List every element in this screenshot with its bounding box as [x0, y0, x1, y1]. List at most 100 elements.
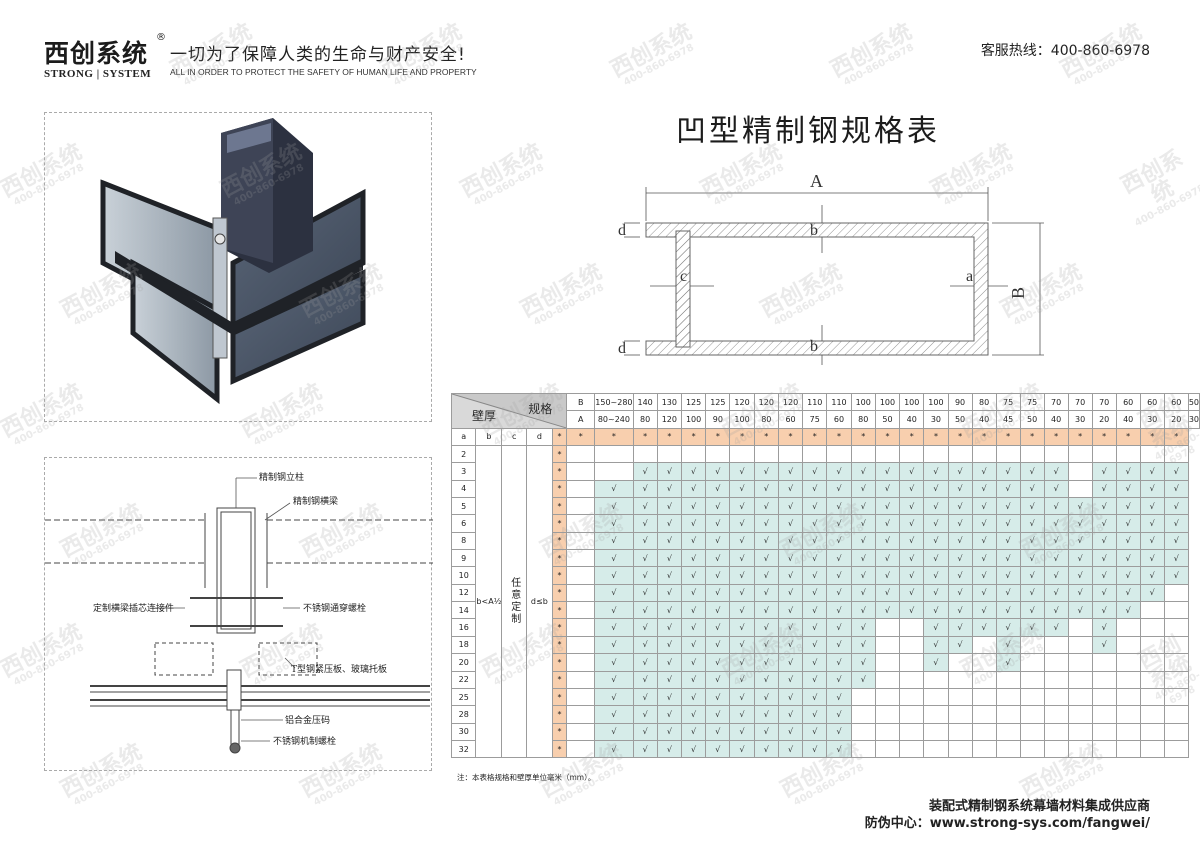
check-cell: √ — [753, 687, 779, 707]
empty-cell — [1115, 739, 1141, 759]
check-cell: √ — [826, 497, 852, 516]
empty-cell — [1163, 653, 1189, 672]
col-label-d: d — [526, 427, 553, 447]
check-cell: √ — [656, 479, 682, 499]
star-cell: * — [1163, 427, 1189, 447]
check-cell: √ — [947, 531, 973, 551]
check-cell: √ — [777, 687, 804, 707]
thickness-value: 18 — [450, 635, 477, 655]
empty-cell — [566, 514, 596, 533]
check-cell: √ — [971, 618, 997, 637]
empty-cell — [1043, 445, 1069, 464]
check-cell: √ — [594, 497, 634, 516]
check-cell: √ — [995, 514, 1021, 533]
check-cell: √ — [899, 583, 925, 603]
check-cell: √ — [705, 635, 731, 655]
empty-cell — [1067, 722, 1093, 741]
empty-cell — [729, 445, 755, 464]
check-cell: √ — [850, 635, 876, 655]
thickness-value: 16 — [450, 618, 477, 637]
empty-cell — [995, 722, 1021, 741]
star-cell: * — [551, 687, 568, 707]
empty-cell — [1163, 687, 1189, 707]
check-cell: √ — [680, 653, 707, 672]
thickness-value: 3 — [450, 462, 477, 481]
slogan: 一切为了保障人类的生命与财产安全! ALL IN ORDER TO PROTEC… — [170, 40, 477, 77]
check-cell: √ — [594, 618, 634, 637]
service-hotline: 客服热线：400-860-6978 — [980, 43, 1150, 59]
empty-cell — [1139, 722, 1165, 741]
check-cell: √ — [1043, 601, 1069, 620]
thickness-value: 4 — [450, 479, 477, 499]
c-rule-cell: 任意定制 — [501, 445, 528, 759]
check-cell: √ — [1115, 531, 1141, 551]
detail-illustration: 精制钢立柱 精制钢横梁 定制横梁插芯连接件 不锈钢通穿螺栓 T型钢紧压板、玻璃托… — [45, 471, 433, 754]
check-cell: √ — [826, 479, 852, 499]
dim-b-top: b — [810, 222, 818, 239]
anti-counterfeit-url[interactable]: 防伪中心：www.strong-sys.com/fangwei/ — [864, 816, 1150, 831]
check-cell: √ — [1139, 462, 1165, 481]
check-cell: √ — [899, 566, 925, 585]
check-cell: √ — [802, 687, 828, 707]
A-value-cell: 120 — [656, 410, 682, 429]
check-cell: √ — [594, 583, 634, 603]
check-cell: √ — [826, 687, 852, 707]
col-label-a: a — [450, 427, 477, 447]
check-cell: √ — [826, 549, 852, 568]
check-cell: √ — [850, 653, 876, 672]
check-cell: √ — [850, 583, 876, 603]
col-label-c: c — [501, 427, 528, 447]
empty-cell — [850, 705, 876, 724]
B-value-cell: 75 — [995, 392, 1021, 412]
empty-cell — [566, 705, 596, 724]
check-cell: √ — [1043, 514, 1069, 533]
star-cell: * — [551, 635, 568, 655]
check-cell: √ — [1091, 635, 1117, 655]
check-cell: √ — [705, 479, 731, 499]
empty-cell — [874, 705, 901, 724]
empty-cell — [1163, 739, 1189, 759]
check-cell: √ — [753, 601, 779, 620]
label-machine-bolt: 不锈钢机制螺栓 — [273, 735, 336, 747]
check-cell: √ — [729, 687, 755, 707]
empty-cell — [1115, 705, 1141, 724]
star-cell: * — [826, 427, 852, 447]
check-cell: √ — [995, 497, 1021, 516]
check-cell: √ — [632, 549, 658, 568]
empty-cell — [1067, 445, 1093, 464]
check-cell: √ — [874, 514, 901, 533]
check-cell: √ — [777, 549, 804, 568]
check-cell: √ — [729, 497, 755, 516]
check-cell: √ — [753, 670, 779, 689]
check-cell: √ — [947, 601, 973, 620]
empty-cell — [1067, 739, 1093, 759]
check-cell: √ — [680, 462, 707, 481]
star-cell: * — [566, 427, 596, 447]
check-cell: √ — [729, 583, 755, 603]
empty-cell — [1115, 618, 1141, 637]
check-cell: √ — [923, 479, 949, 499]
check-cell: √ — [947, 635, 973, 655]
b-rule-text: b<A½ — [476, 597, 502, 607]
check-cell: √ — [680, 618, 707, 637]
slogan-english: ALL IN ORDER TO PROTECT THE SAFETY OF HU… — [170, 67, 477, 77]
empty-cell — [1067, 618, 1093, 637]
empty-cell — [1115, 722, 1141, 741]
empty-cell — [566, 687, 596, 707]
dim-d-top: d — [618, 222, 626, 239]
check-cell: √ — [802, 514, 828, 533]
A-value-cell: 30 — [1187, 410, 1200, 429]
page-title: 凹型精制钢规格表 — [676, 114, 940, 149]
check-cell: √ — [777, 635, 804, 655]
check-cell: √ — [971, 462, 997, 481]
B-value-cell: 60 — [1139, 392, 1165, 412]
check-cell: √ — [1067, 549, 1093, 568]
empty-cell — [1139, 705, 1165, 724]
check-cell: √ — [594, 479, 634, 499]
B-value-cell: 130 — [656, 392, 682, 412]
empty-cell — [1067, 687, 1093, 707]
check-cell: √ — [632, 739, 658, 759]
check-cell: √ — [1139, 566, 1165, 585]
